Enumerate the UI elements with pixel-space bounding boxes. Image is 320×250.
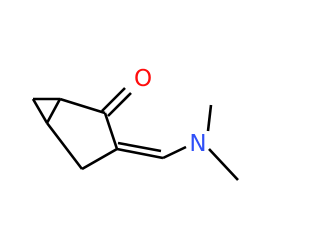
bond-c2-c3 bbox=[59, 97, 106, 115]
oxygen-atom-label: O bbox=[134, 66, 152, 92]
bond-c2-c5 bbox=[45, 98, 62, 124]
bond-exocyclic-2 bbox=[117, 141, 162, 153]
bond-c6-c5 bbox=[45, 122, 84, 170]
bond-carbonyl-1 bbox=[101, 87, 126, 112]
bond-exocyclic-1 bbox=[116, 147, 164, 160]
bond-c3-c4 bbox=[103, 112, 119, 150]
bond-n-methyl-right bbox=[208, 148, 239, 181]
bond-ch-n bbox=[162, 145, 187, 160]
nitrogen-atom-label: N bbox=[189, 131, 206, 157]
molecule-structure: O N bbox=[31, 66, 239, 181]
bond-n-methyl-up bbox=[206, 104, 213, 132]
bond-carbonyl-2 bbox=[107, 92, 132, 117]
bond-c1-c5 bbox=[31, 98, 49, 124]
bond-c4-c6 bbox=[81, 147, 118, 171]
